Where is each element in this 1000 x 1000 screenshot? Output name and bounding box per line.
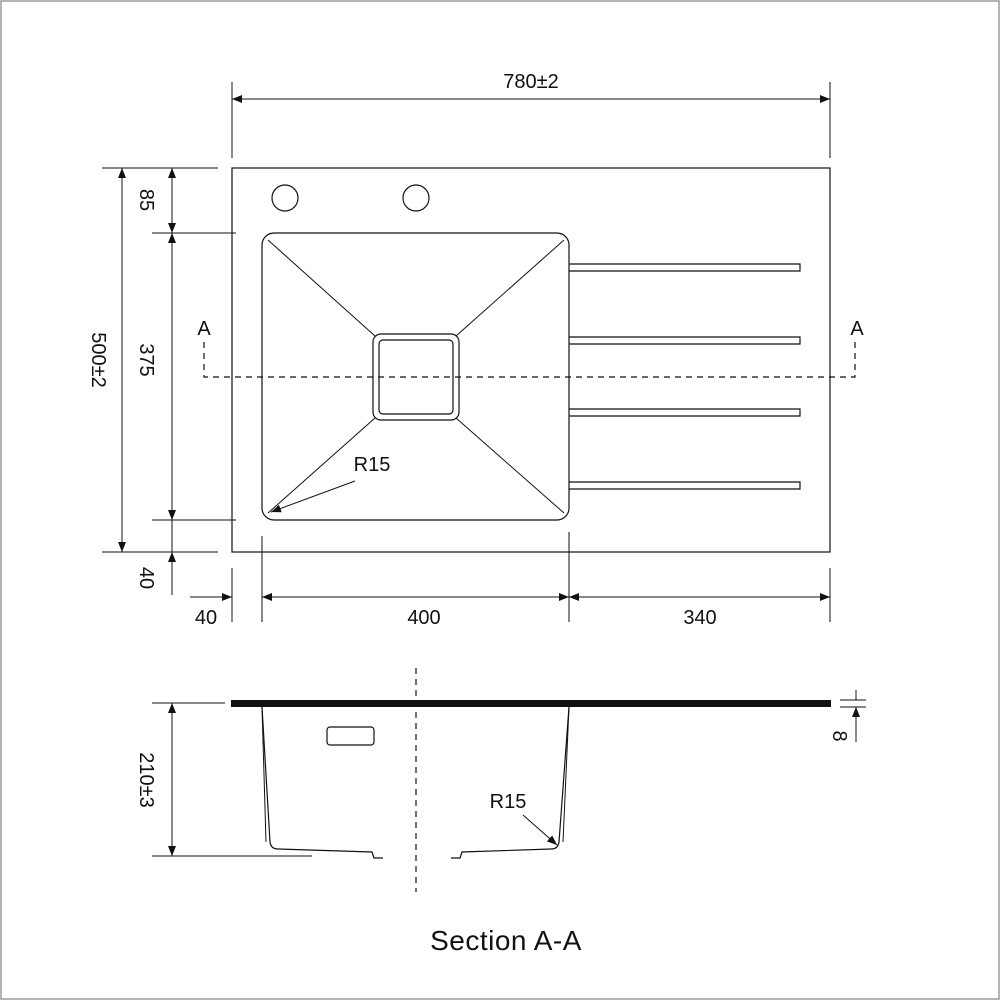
left-margin-label: 40	[195, 607, 217, 629]
bowl-profile	[261, 706, 570, 859]
bottom-margin-label: 40	[135, 567, 157, 589]
dim-drainboard-width: 340	[569, 593, 830, 629]
dim-top-margin: 85	[135, 168, 176, 233]
dim-bowl-width: 400	[262, 593, 569, 629]
dim-left-margin: 40	[190, 593, 232, 629]
bowl-width-label: 400	[407, 607, 440, 629]
bowl-depth-label: 375	[135, 343, 157, 376]
drainboard-width-label: 340	[683, 607, 716, 629]
section-mark-left: A	[197, 318, 211, 340]
section-height-label: 210±3	[135, 752, 157, 807]
dim-overall-width: 780±2	[231, 71, 831, 158]
bottom-extension-lines	[231, 532, 831, 622]
plan-radius-label: R15	[354, 454, 391, 476]
dim-overall-depth: 500±2	[87, 168, 126, 552]
tap-hole-left	[271, 184, 299, 212]
drainboard-grooves	[569, 263, 801, 490]
section-title: Section A-A	[430, 925, 582, 956]
section-view: R15 210±3 8 Section A-A	[135, 668, 866, 956]
tap-hole-right	[402, 184, 430, 212]
plan-radius-callout: R15	[270, 454, 391, 513]
dim-section-height: 210±3	[135, 702, 312, 857]
section-mark-right: A	[850, 318, 864, 340]
section-radius-callout: R15	[490, 791, 558, 846]
overall-width-label: 780±2	[503, 71, 558, 93]
sink-outline	[231, 167, 831, 553]
plate-thickness-label: 8	[828, 730, 850, 741]
section-line-a-a: A A	[197, 318, 864, 378]
dim-bowl-depth: 375	[135, 233, 176, 520]
overflow-slot	[326, 726, 375, 746]
plan-view: A A R15 780±2 500±2	[87, 71, 864, 629]
dim-plate-thickness: 8	[828, 690, 866, 742]
dim-bottom-margin: 40	[135, 520, 176, 595]
overall-depth-label: 500±2	[87, 332, 109, 387]
section-radius-label: R15	[490, 791, 527, 813]
top-margin-label: 85	[135, 189, 157, 211]
bowl-slope-lines	[267, 239, 565, 514]
top-plate	[231, 700, 831, 707]
